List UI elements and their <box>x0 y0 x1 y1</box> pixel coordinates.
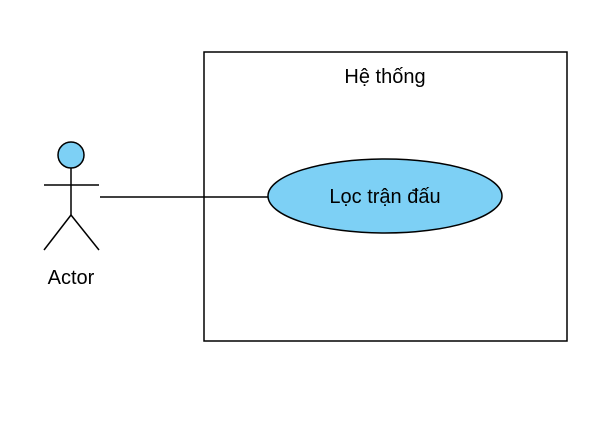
system-label: Hệ thống <box>344 66 425 88</box>
actor-head <box>57 141 85 169</box>
actor[interactable] <box>43 141 100 251</box>
actor-left-leg <box>43 214 72 251</box>
use-case-ellipse[interactable] <box>267 158 503 234</box>
use-case-label: Lọc trận đấu <box>329 186 440 208</box>
actor-label: Actor <box>48 267 95 289</box>
actor-right-leg <box>70 214 100 251</box>
